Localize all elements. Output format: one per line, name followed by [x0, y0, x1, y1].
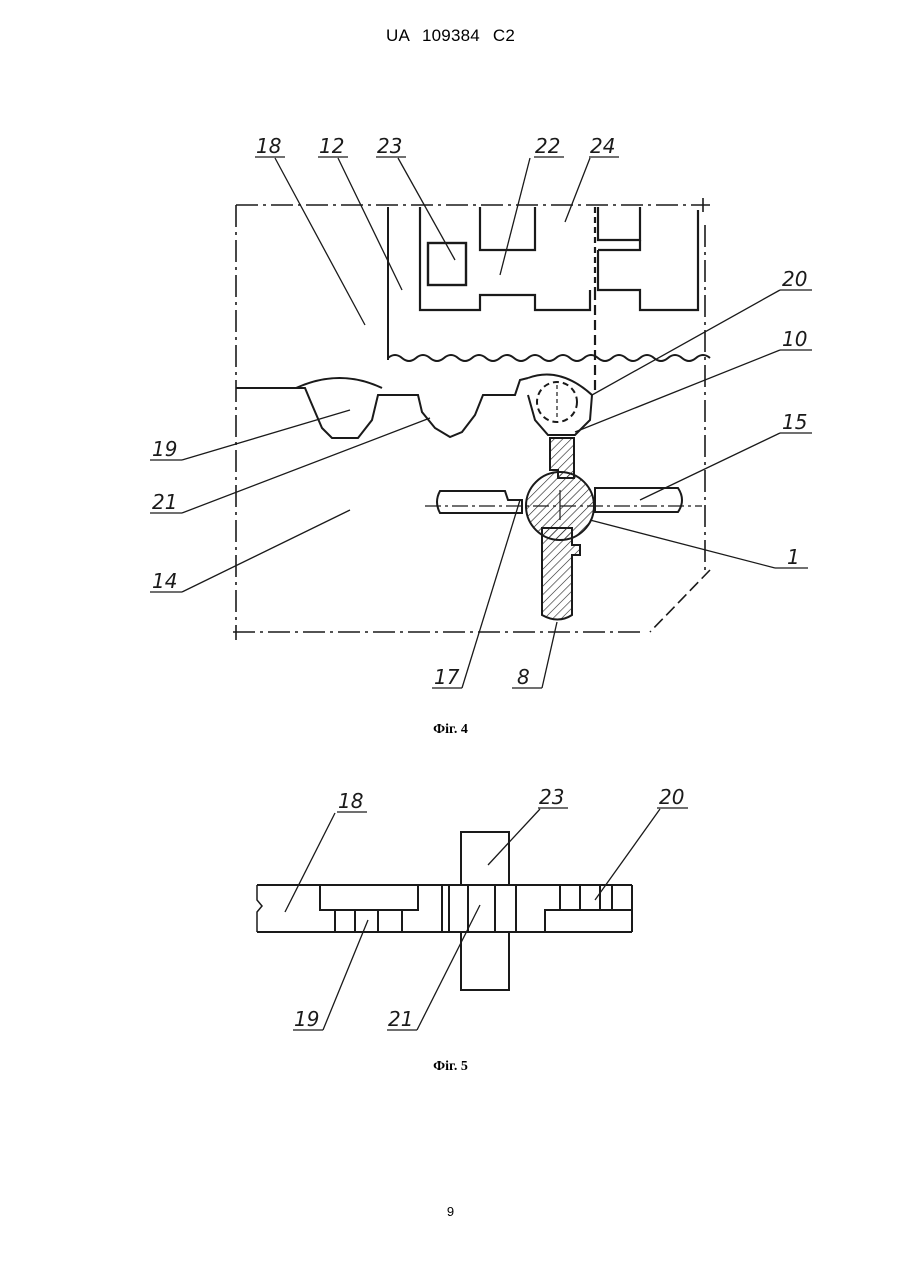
figure-5-caption: Фіг. 5: [0, 1059, 901, 1075]
ref-12: 12: [319, 134, 344, 158]
ref-8: 8: [517, 665, 530, 689]
fig5-leaders: [285, 808, 688, 1030]
ref-24: 24: [590, 134, 615, 158]
arm-15-left: [437, 491, 522, 513]
ref-20: 20: [659, 785, 684, 809]
arm-8-lower: [542, 528, 580, 620]
ref-17: 17: [434, 665, 460, 689]
ref-23: 23: [377, 134, 402, 158]
ref-23: 23: [539, 785, 564, 809]
ref-18: 18: [256, 134, 281, 158]
ref-10: 10: [782, 327, 807, 351]
ref-15: 15: [782, 410, 807, 434]
ref-19: 19: [152, 437, 177, 461]
part-22-rack: [420, 207, 698, 395]
rotor-assembly: [425, 438, 702, 620]
ref-22: 22: [535, 134, 560, 158]
ref-20: 20: [782, 267, 807, 291]
arm-15-right: [595, 488, 682, 512]
part-23-block: [428, 243, 466, 285]
ref-19: 19: [294, 1007, 319, 1031]
ref-18: 18: [338, 789, 363, 813]
figure-4-caption: Фіг. 4: [0, 722, 901, 738]
ref-1: 1: [787, 545, 800, 569]
fig5-reference-numerals: 18 23 20 19 21: [294, 785, 684, 1031]
page-number: 9: [0, 1204, 901, 1219]
ref-14: 14: [152, 569, 177, 593]
ref-21: 21: [152, 490, 177, 514]
ref-21: 21: [388, 1007, 413, 1031]
